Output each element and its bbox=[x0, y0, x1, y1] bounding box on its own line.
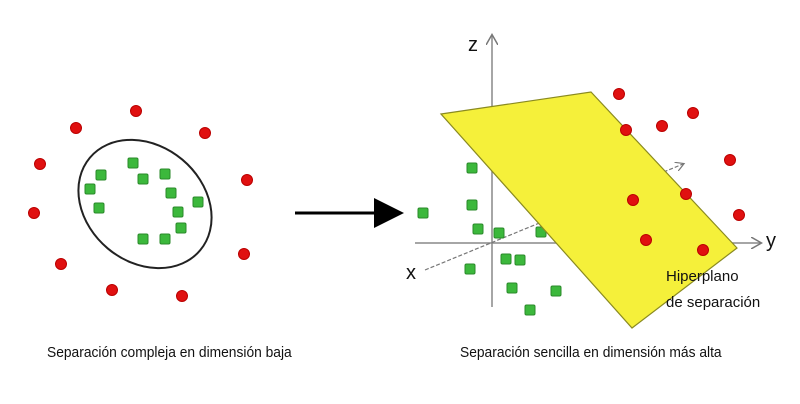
green-point-3d bbox=[466, 162, 478, 174]
hyperplane-label: Hiperplano de separación bbox=[666, 264, 760, 316]
red-point-3d bbox=[733, 209, 745, 221]
red-point bbox=[70, 122, 82, 134]
hyperplane-label-line2: de separación bbox=[666, 294, 761, 311]
green-point-3d bbox=[550, 285, 562, 297]
green-point-3d bbox=[524, 304, 536, 316]
green-point-3d bbox=[493, 227, 505, 239]
green-point bbox=[137, 173, 149, 185]
green-point-3d bbox=[466, 199, 478, 211]
green-point bbox=[93, 202, 105, 214]
green-point-3d bbox=[514, 254, 526, 266]
green-point bbox=[95, 169, 107, 181]
decision-boundary-ellipse bbox=[77, 138, 213, 270]
red-point bbox=[199, 127, 211, 139]
red-point bbox=[176, 290, 188, 302]
red-point-3d bbox=[656, 120, 668, 132]
green-point bbox=[165, 187, 177, 199]
red-point bbox=[28, 207, 40, 219]
red-point-3d bbox=[697, 244, 709, 256]
red-point-3d bbox=[627, 194, 639, 206]
red-point-3d bbox=[680, 188, 692, 200]
green-point-3d bbox=[500, 253, 512, 265]
red-point bbox=[241, 174, 253, 186]
green-point bbox=[192, 196, 204, 208]
green-point bbox=[127, 157, 139, 169]
green-point-3d bbox=[506, 282, 518, 294]
hyperplane bbox=[439, 91, 738, 329]
green-point bbox=[84, 183, 96, 195]
green-point bbox=[159, 168, 171, 180]
green-point-3d bbox=[472, 223, 484, 235]
red-point-3d bbox=[613, 88, 625, 100]
hyperplane-label-line1: Hiperplano bbox=[666, 268, 739, 285]
red-point bbox=[106, 284, 118, 296]
green-point bbox=[172, 206, 184, 218]
left-caption: Separación compleja en dimensión baja bbox=[47, 344, 292, 361]
red-point bbox=[34, 158, 46, 170]
red-point bbox=[55, 258, 67, 270]
red-point-3d bbox=[724, 154, 736, 166]
y-axis-label: y bbox=[766, 230, 776, 252]
x-axis-label: x bbox=[406, 262, 416, 284]
green-point-3d bbox=[417, 207, 429, 219]
z-axis-label: z bbox=[468, 34, 478, 56]
green-point-3d bbox=[464, 263, 476, 275]
green-point bbox=[159, 233, 171, 245]
red-point-3d bbox=[620, 124, 632, 136]
red-point bbox=[238, 248, 250, 260]
right-caption: Separación sencilla en dimensión más alt… bbox=[460, 344, 722, 361]
green-point bbox=[137, 233, 149, 245]
red-point bbox=[130, 105, 142, 117]
red-point-3d bbox=[687, 107, 699, 119]
red-point-3d bbox=[640, 234, 652, 246]
green-point bbox=[175, 222, 187, 234]
